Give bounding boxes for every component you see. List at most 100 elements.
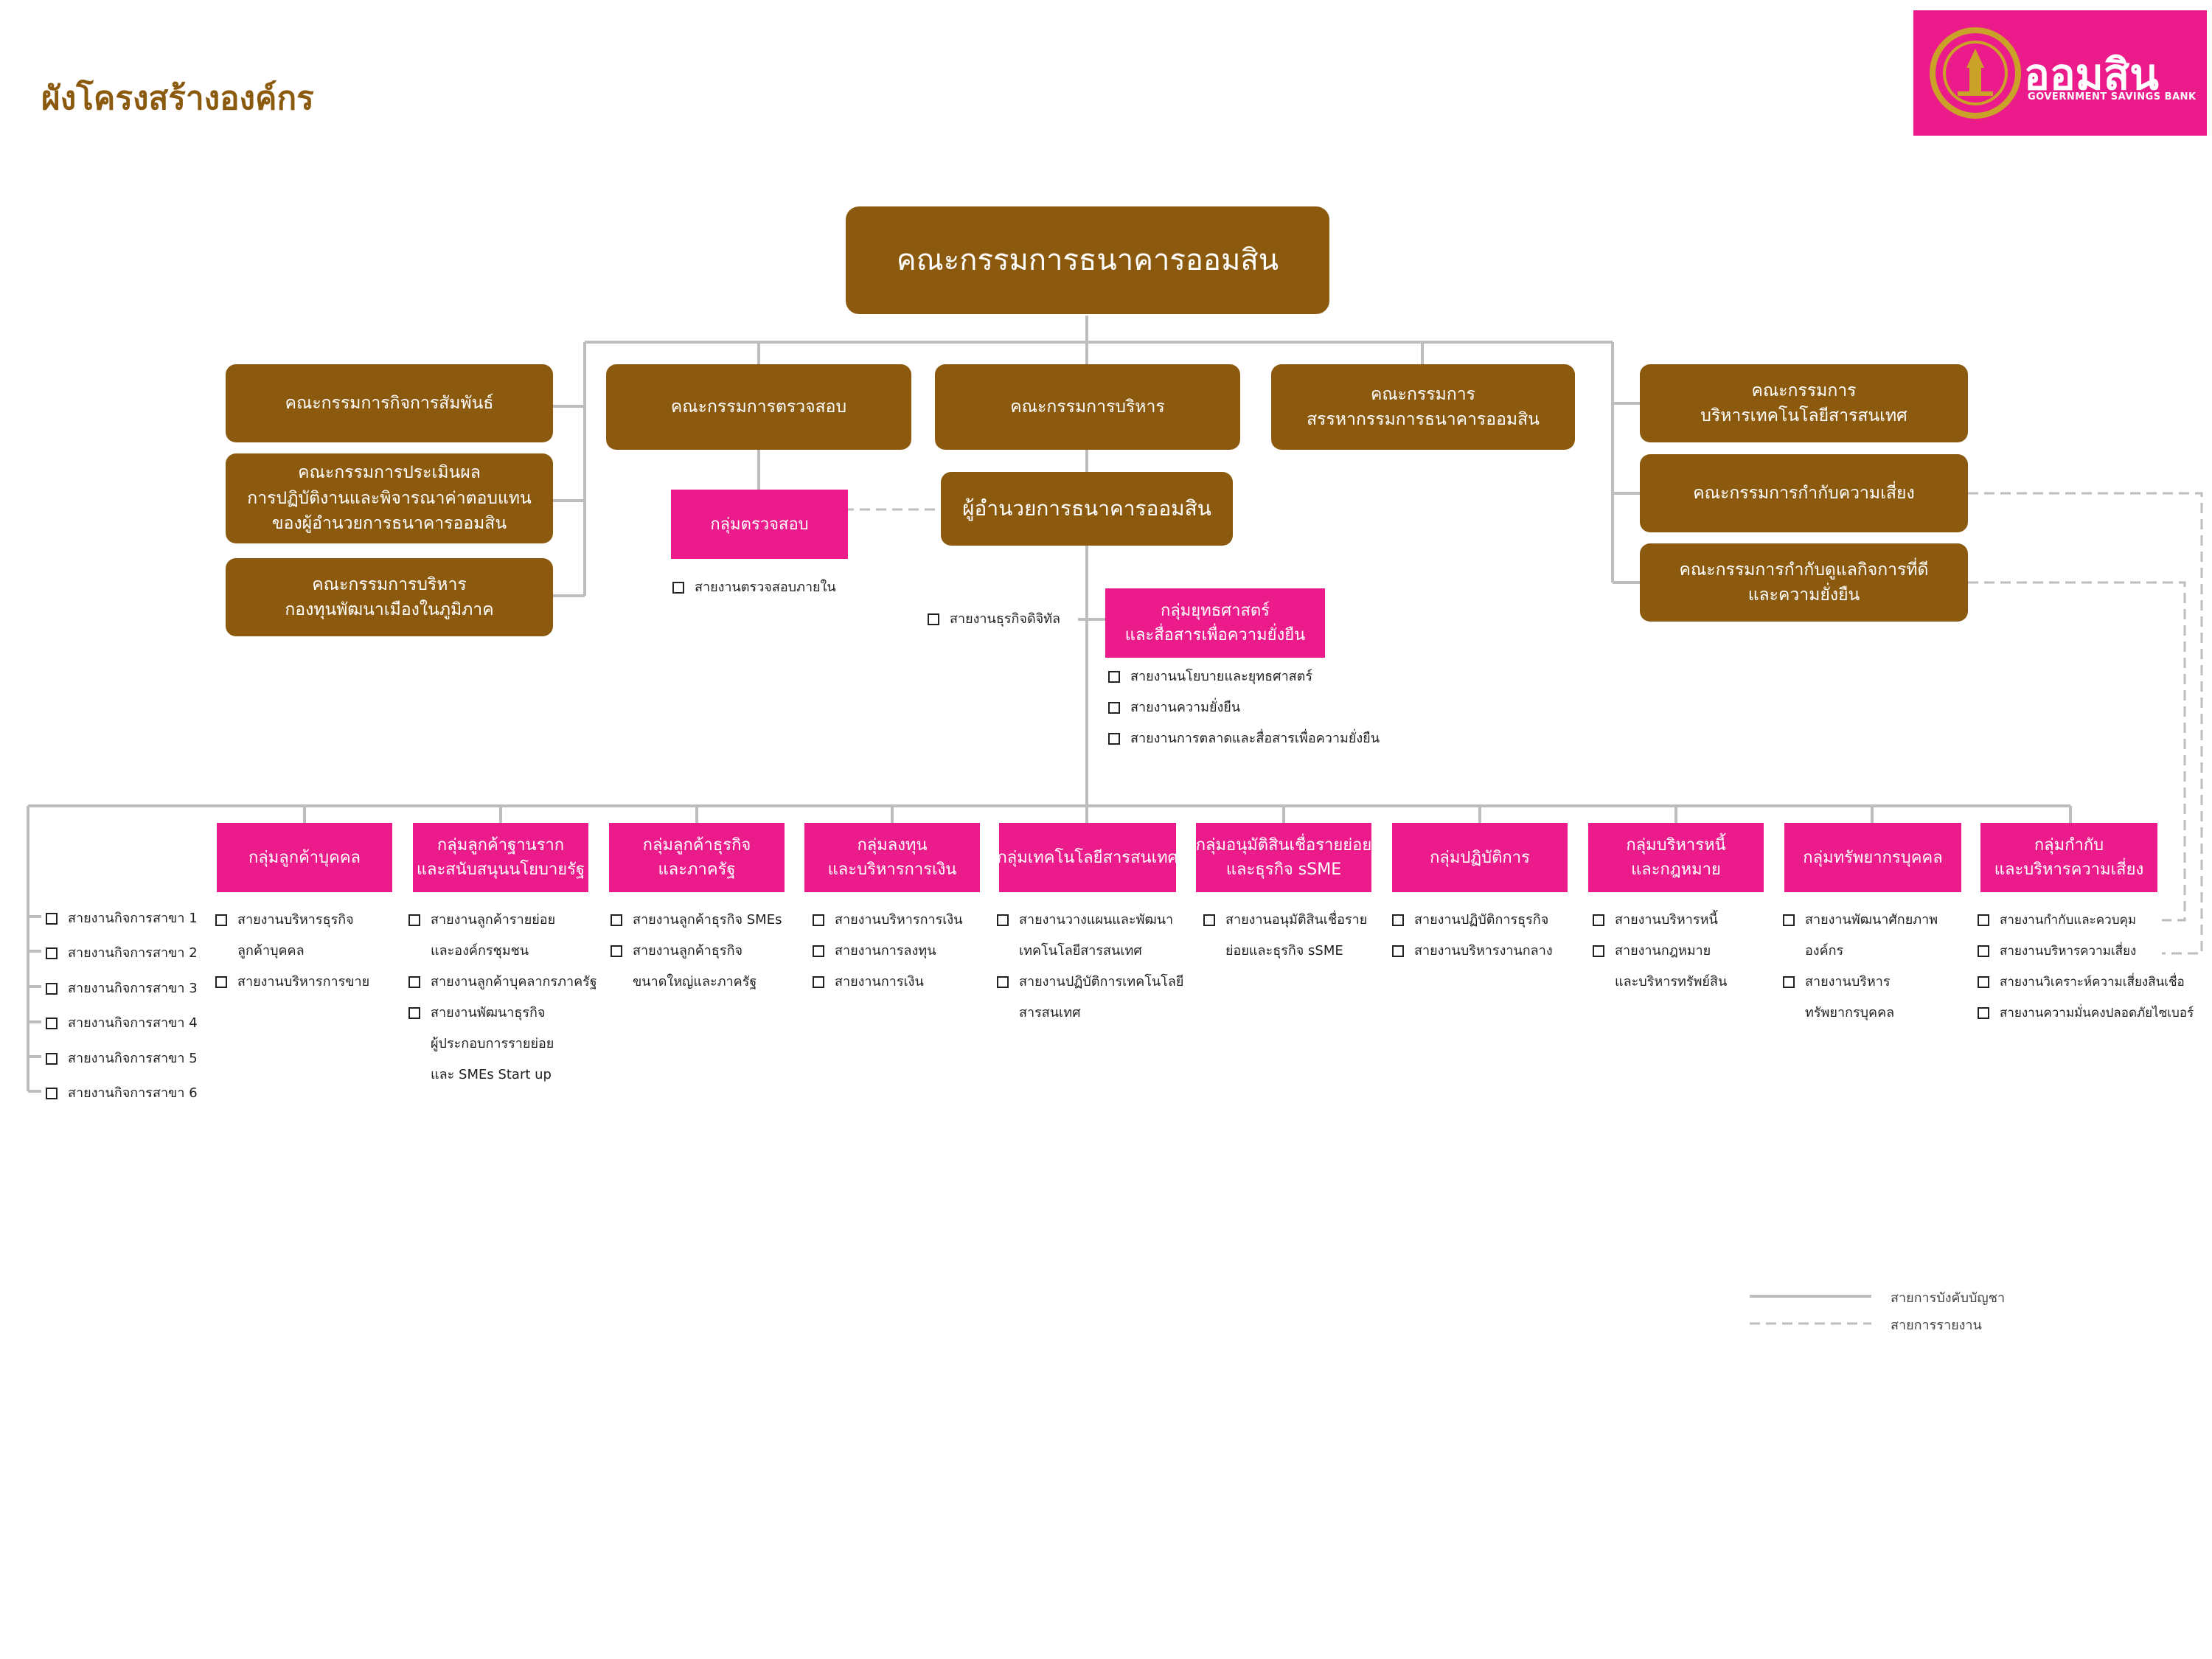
list-item-text: สายงานลูกค้าบุคลากรภาครัฐ <box>431 974 597 990</box>
box-line: กลุ่มลงทุน <box>857 836 928 855</box>
checkbox-icon <box>408 914 420 926</box>
list-item-continuation: ขนาดใหญ่และภาครัฐ <box>633 974 757 990</box>
list-item-text: สายงานกิจการสาขา 4 <box>68 1015 198 1032</box>
list-item-text: สายงานความยั่งยืน <box>1130 700 1241 715</box>
checkbox-icon <box>1108 671 1120 683</box>
list-item: สายงานการตลาดและสื่อสารเพื่อความยั่งยืน <box>1108 723 1380 754</box>
box-line: คณะกรรมการบริหาร <box>312 574 467 594</box>
list-item: สายงานกิจการสาขา 3 <box>46 971 198 1006</box>
group-debt-legal: กลุ่มบริหารหนี้ และกฎหมาย <box>1588 823 1764 892</box>
checkbox-icon <box>1978 945 1989 957</box>
list-item: สายงานพัฒนาศักยภาพ <box>1783 905 1938 936</box>
list-item-text: สายงานปฏิบัติการธุรกิจ <box>1414 912 1549 928</box>
group-business-customers: กลุ่มลูกค้าธุรกิจ และภาครัฐ <box>609 823 785 892</box>
box-line: คณะกรรมการประเมินผล <box>298 463 481 483</box>
list-item-text: สายงานวางแผนและพัฒนา <box>1019 912 1174 928</box>
audit-group: กลุ่มตรวจสอบ <box>671 490 848 559</box>
group-hr-items: สายงานพัฒนาศักยภาพ องค์กร สายงานบริหาร ท… <box>1783 905 1938 1029</box>
logo-name: ออมสิน <box>2024 49 2159 100</box>
list-item: สายงานกฎหมาย <box>1593 936 1727 967</box>
checkbox-icon <box>813 976 824 988</box>
checkbox-icon <box>215 976 227 988</box>
box-line: คณะกรรมการ <box>1370 384 1476 404</box>
list-item-text: สายงานบริหารการเงิน <box>835 912 963 928</box>
checkbox-icon <box>1392 945 1404 957</box>
executive-committee: คณะกรรมการบริหาร <box>935 364 1240 450</box>
list-item-text: สายงานกิจการสาขา 2 <box>68 945 198 961</box>
audit-committee: คณะกรรมการตรวจสอบ <box>606 364 911 450</box>
checkbox-icon <box>1593 914 1604 926</box>
box-line: และสื่อสารเพื่อความยั่งยืน <box>1124 626 1306 644</box>
group-credit-items: สายงานอนุมัติสินเชื่อราย ย่อยและธุรกิจ s… <box>1203 905 1367 967</box>
list-item-text: สายงานพัฒนาศักยภาพ <box>1805 912 1938 928</box>
list-item: สายงานบริหารงานกลาง <box>1392 936 1553 967</box>
box-line: กลุ่มปฏิบัติการ <box>1430 848 1530 867</box>
checkbox-icon <box>46 982 58 995</box>
list-item-text: สายงานบริหารการขาย <box>237 974 370 990</box>
committee-regional-fund: คณะกรรมการบริหาร กองทุนพัฒนาเมืองในภูมิภ… <box>226 558 553 636</box>
committee-risk: คณะกรรมการกำกับความเสี่ยง <box>1640 454 1968 532</box>
list-item: สายงานนโยบายและยุทธศาสตร์ <box>1108 661 1380 692</box>
list-item: สายงานกิจการสาขา 6 <box>46 1076 198 1110</box>
checkbox-icon <box>997 914 1009 926</box>
logo-subtitle: GOVERNMENT SAVINGS BANK <box>2028 91 2197 102</box>
box-line: คณะกรรมการตรวจสอบ <box>670 397 847 417</box>
list-item-text: สายงานปฏิบัติการเทคโนโลยี <box>1019 974 1184 990</box>
group-investment-items: สายงานบริหารการเงิน สายงานการลงทุน สายงา… <box>813 905 963 998</box>
list-item-continuation: องค์กร <box>1805 943 1844 959</box>
list-item: สายงานปฏิบัติการธุรกิจ <box>1392 905 1553 936</box>
list-item-text: สายงานบริหารงานกลาง <box>1414 943 1553 959</box>
box-line: บริหารเทคโนโลยีสารสนเทศ <box>1700 406 1907 425</box>
president-box: ผู้อำนวยการธนาคารออมสิน <box>941 472 1233 546</box>
group-operations: กลุ่มปฏิบัติการ <box>1392 823 1568 892</box>
checkbox-icon <box>611 945 622 957</box>
board-of-directors: คณะกรรมการธนาคารออมสิน <box>846 206 1329 314</box>
box-line: การปฏิบัติงานและพิจารณาค่าตอบแทน <box>247 488 532 508</box>
audit-items-list: สายงานตรวจสอบภายใน <box>672 572 836 603</box>
group-grassroots-items: สายงานลูกค้ารายย่อย และองค์กรชุมชน สายงา… <box>408 905 597 1091</box>
list-item-text: สายงานการเงิน <box>835 974 924 990</box>
branch-items-list: สายงานกิจการสาขา 1 สายงานกิจการสาขา 2 สา… <box>46 901 198 1110</box>
box-line: กลุ่มลูกค้าบุคคล <box>248 848 361 867</box>
list-item: สายงานบริหารความเสี่ยง <box>1978 936 2194 967</box>
list-item-text: สายงานบริหารธุรกิจ <box>237 912 354 928</box>
list-item-text: สายงานตรวจสอบภายใน <box>695 580 836 595</box>
box-line: กลุ่มลูกค้าธุรกิจ <box>642 836 751 855</box>
box-line: กลุ่มทรัพยากรบุคคล <box>1803 848 1943 867</box>
group-individual-customers: กลุ่มลูกค้าบุคคล <box>217 823 392 892</box>
list-item-text: สายงานกฎหมาย <box>1615 943 1711 959</box>
group-grassroots-customers: กลุ่มลูกค้าฐานราก และสนับสนุนนโยบายรัฐ <box>413 823 588 892</box>
box-line: และบริหารความเสี่ยง <box>1994 860 2144 879</box>
checkbox-icon <box>611 914 622 926</box>
list-item: สายงานพัฒนาธุรกิจ <box>408 998 597 1029</box>
list-item-text: สายงานการตลาดและสื่อสารเพื่อความยั่งยืน <box>1130 731 1380 746</box>
list-item-continuation: และบริหารทรัพย์สิน <box>1615 974 1728 990</box>
list-item: สายงานลูกค้าธุรกิจ <box>611 936 782 967</box>
group-debt-items: สายงานบริหารหนี้ สายงานกฎหมาย และบริหารท… <box>1593 905 1727 998</box>
box-line: กลุ่มบริหารหนี้ <box>1626 836 1726 855</box>
group-operations-items: สายงานปฏิบัติการธุรกิจ สายงานบริหารงานกล… <box>1392 905 1553 967</box>
list-item: สายงานวิเคราะห์ความเสี่ยงสินเชื่อ <box>1978 967 2194 998</box>
list-item: สายงานบริหารการเงิน <box>813 905 963 936</box>
list-item: สายงานอนุมัติสินเชื่อราย <box>1203 905 1367 936</box>
checkbox-icon <box>1978 1007 1989 1019</box>
list-item: สายงานวางแผนและพัฒนา <box>997 905 1183 936</box>
gsb-seal-icon <box>1930 27 2021 119</box>
box-line: ของผู้อำนวยการธนาคารออมสิน <box>271 514 507 534</box>
list-item-text: สายงานธุรกิจดิจิทัล <box>950 611 1061 627</box>
checkbox-icon <box>408 1007 420 1019</box>
list-item: สายงานลูกค้าธุรกิจ SMEs <box>611 905 782 936</box>
list-item-text: สายงานกิจการสาขา 6 <box>68 1085 198 1102</box>
checkbox-icon <box>813 914 824 926</box>
box-line: กลุ่มลูกค้าฐานราก <box>437 836 565 855</box>
list-item: สายงานการลงทุน <box>813 936 963 967</box>
strategy-group: กลุ่มยุทธศาสตร์ และสื่อสารเพื่อความยั่งย… <box>1105 588 1325 658</box>
strategy-items-list: สายงานนโยบายและยุทธศาสตร์ สายงานความยั่ง… <box>1108 661 1380 754</box>
list-item: สายงานกำกับและควบคุม <box>1978 905 2194 936</box>
box-line: คณะกรรมการกำกับดูแลกิจการที่ดี <box>1679 560 1929 580</box>
checkbox-icon <box>813 945 824 957</box>
checkbox-icon <box>1108 733 1120 745</box>
gsb-logo: ออมสิน GOVERNMENT SAVINGS BANK <box>1913 10 2207 136</box>
list-item-text: สายงานวิเคราะห์ความเสี่ยงสินเชื่อ <box>2000 975 2185 990</box>
